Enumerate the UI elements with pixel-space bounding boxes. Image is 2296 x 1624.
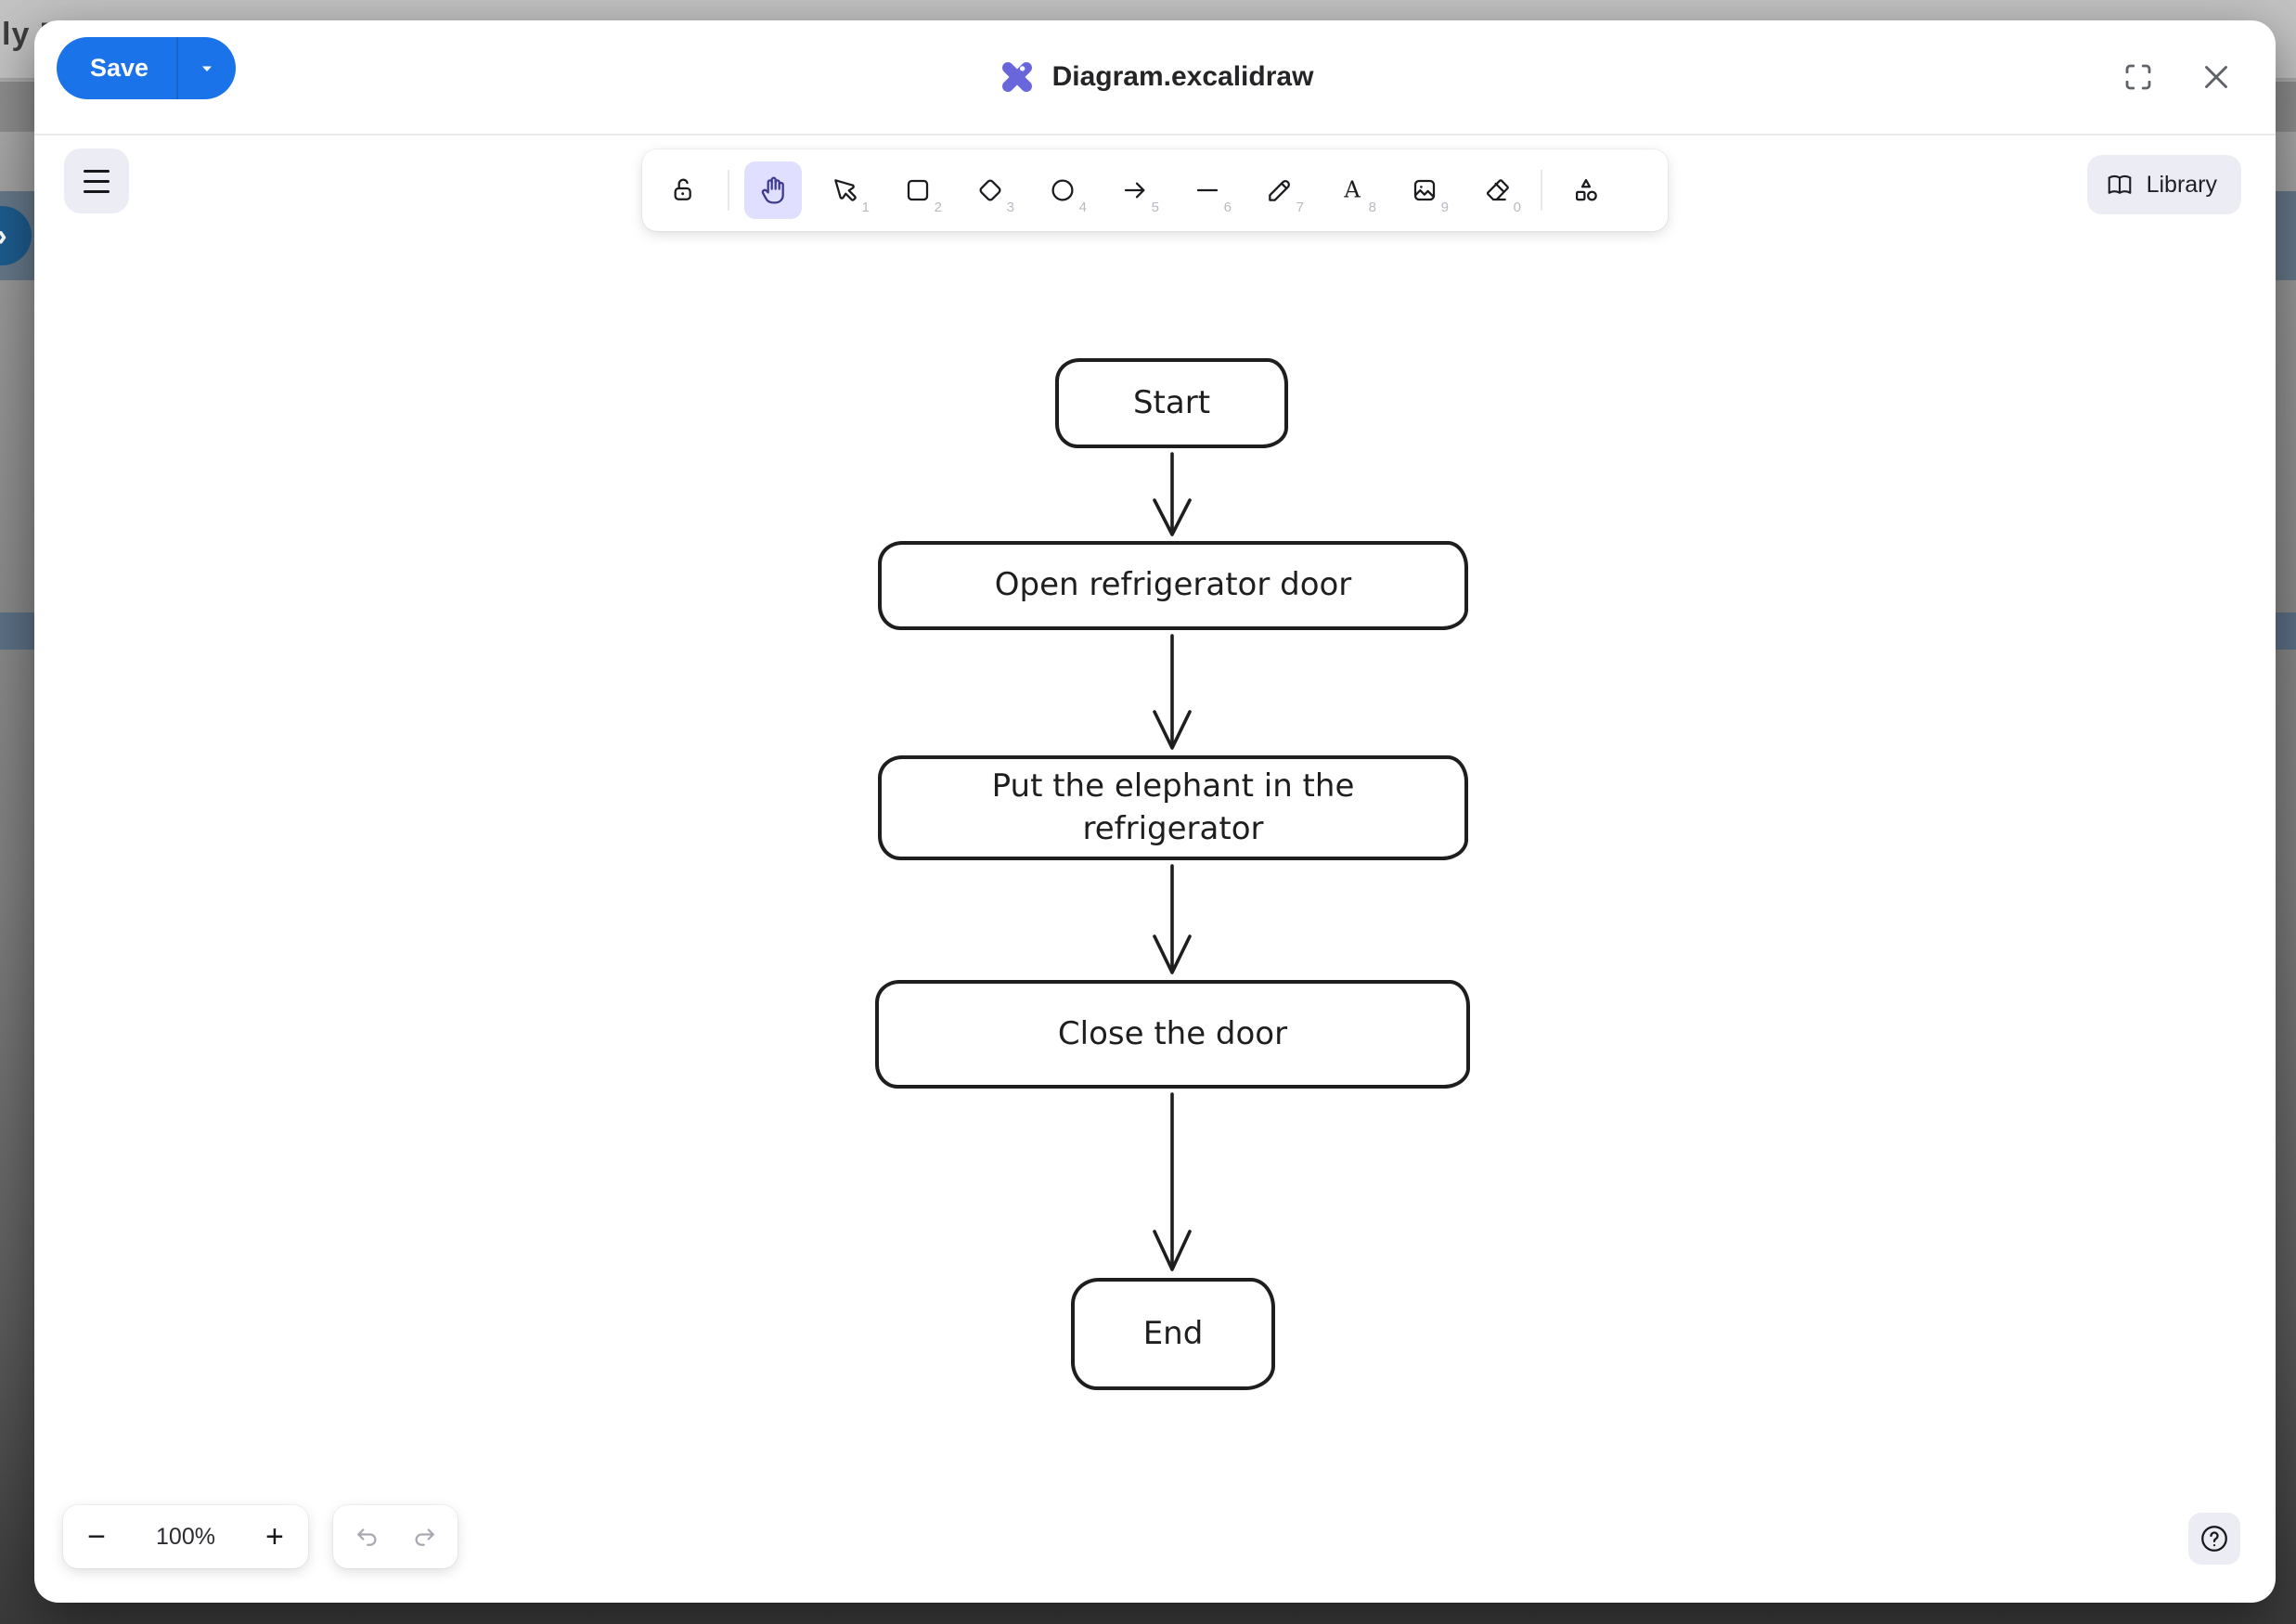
tool-text[interactable]: A 8 <box>1323 161 1381 219</box>
tool-arrow[interactable]: 5 <box>1106 161 1164 219</box>
close-button[interactable] <box>2194 55 2238 99</box>
zoom-in-button[interactable]: + <box>249 1511 301 1563</box>
zoom-out-button[interactable]: − <box>71 1511 123 1563</box>
shapes-icon <box>1575 178 1597 201</box>
flow-arrow-put-close[interactable] <box>1144 864 1200 975</box>
save-split-button[interactable]: Save <box>57 37 237 99</box>
tool-lock[interactable] <box>655 161 713 219</box>
tool-image[interactable]: 9 <box>1396 161 1453 219</box>
modal-header: Save Diagram.excalidraw <box>34 20 2276 135</box>
flow-arrow-start-open[interactable] <box>1144 452 1200 537</box>
library-button[interactable]: Library <box>2086 155 2241 214</box>
pencil-icon <box>1269 180 1290 201</box>
svg-text:A: A <box>1343 176 1361 202</box>
hand-icon <box>761 176 784 204</box>
zoom-level[interactable]: 100% <box>156 1523 215 1550</box>
save-button[interactable]: Save <box>57 37 177 99</box>
fullscreen-icon <box>2125 64 2151 90</box>
tool-more-shapes[interactable] <box>1557 161 1615 219</box>
undo-button[interactable] <box>342 1512 392 1562</box>
flow-arrow-close-end[interactable] <box>1144 1092 1200 1272</box>
arrow-icon <box>1124 182 1145 199</box>
flow-node-close[interactable]: Close the door <box>875 980 1470 1089</box>
undo-icon <box>356 1528 376 1546</box>
excalidraw-logo-icon <box>1001 62 1032 92</box>
help-icon <box>2201 1526 2227 1552</box>
document-title: Diagram.excalidraw <box>1051 61 1314 92</box>
library-label: Library <box>2146 171 2217 198</box>
tool-rectangle[interactable]: 2 <box>889 161 947 219</box>
tool-line[interactable]: 6 <box>1179 161 1236 219</box>
flow-node-open[interactable]: Open refrigerator door <box>878 541 1468 630</box>
rectangle-icon <box>907 179 929 201</box>
close-icon <box>2205 66 2227 88</box>
flow-arrow-open-put[interactable] <box>1144 634 1200 751</box>
history-controls <box>333 1505 458 1568</box>
unlock-icon <box>674 178 691 200</box>
zoom-controls: − 100% + <box>63 1505 308 1568</box>
hamburger-icon <box>84 169 110 193</box>
ellipse-icon <box>1051 179 1074 201</box>
flow-node-start[interactable]: Start <box>1055 358 1288 448</box>
chevron-down-icon <box>202 66 213 71</box>
toolbar-divider <box>1541 170 1542 211</box>
redo-icon <box>415 1528 434 1546</box>
flow-node-end[interactable]: End <box>1071 1278 1275 1390</box>
eraser-icon <box>1486 179 1509 201</box>
book-icon <box>2108 174 2131 194</box>
redo-button[interactable] <box>400 1512 450 1562</box>
diamond-icon <box>979 179 1001 201</box>
header-actions <box>2116 20 2238 134</box>
modal-title-group: Diagram.excalidraw <box>34 20 2276 134</box>
main-menu-button[interactable] <box>64 148 129 213</box>
image-icon <box>1413 179 1436 201</box>
tool-eraser[interactable]: 0 <box>1468 161 1526 219</box>
tool-diamond[interactable]: 3 <box>961 161 1019 219</box>
tool-selection[interactable]: 1 <box>817 161 874 219</box>
tool-ellipse[interactable]: 4 <box>1034 161 1091 219</box>
line-icon <box>1196 188 1219 192</box>
flow-node-put[interactable]: Put the elephant in the refrigerator <box>878 755 1468 860</box>
cursor-icon <box>834 179 857 201</box>
save-dropdown-button[interactable] <box>176 37 237 99</box>
excalidraw-modal: Save Diagram.excalidraw <box>34 20 2276 1603</box>
fullscreen-button[interactable] <box>2116 55 2161 99</box>
text-icon: A <box>1343 176 1361 202</box>
help-button[interactable] <box>2188 1513 2240 1565</box>
tool-hand[interactable] <box>744 161 802 219</box>
tool-draw[interactable]: 7 <box>1251 161 1309 219</box>
toolbar-divider <box>728 170 729 211</box>
tool-toolbar: 1 2 3 4 5 <box>642 149 1668 231</box>
